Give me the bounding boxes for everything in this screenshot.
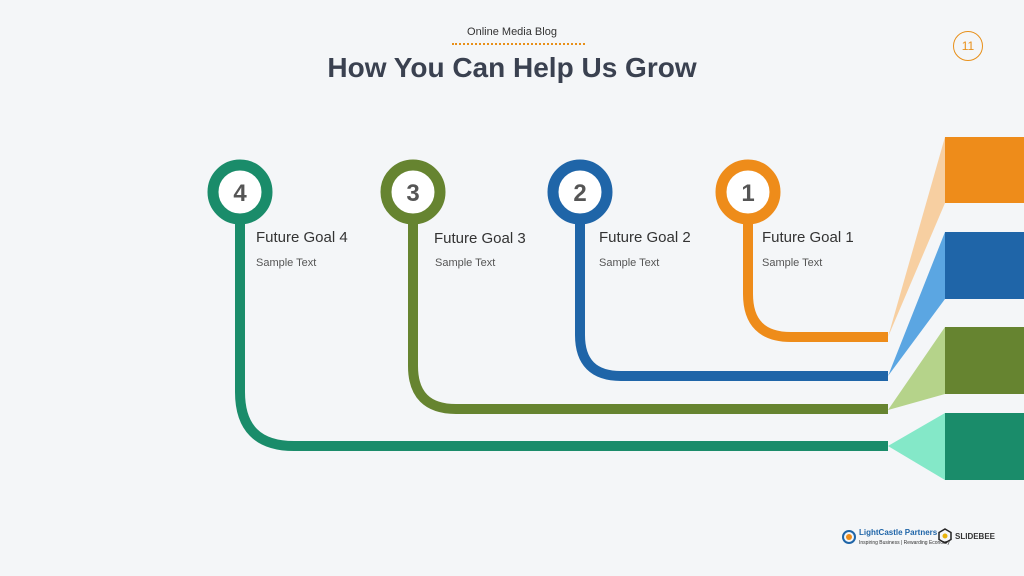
bar-4-block — [945, 413, 1024, 480]
goal-2-number: 2 — [573, 180, 586, 207]
slidebee-name: SLIDEBEE — [955, 531, 996, 541]
title-dotted-divider — [452, 43, 585, 45]
bar-3-tip — [888, 327, 945, 410]
goal-3-title: Future Goal 3 — [434, 230, 526, 247]
lightcastle-name: LightCastle Partners — [859, 528, 938, 537]
page-title: How You Can Help Us Grow — [327, 52, 697, 83]
page-number: 11 — [953, 31, 983, 61]
bar-4-tip — [888, 413, 945, 480]
bar-1-block — [945, 137, 1024, 203]
connector-3 — [408, 222, 888, 414]
goal-2-circle — [547, 159, 613, 225]
goal-1-text: Sample Text — [762, 257, 823, 269]
connector-2 — [575, 222, 888, 381]
goal-3-circle — [380, 159, 446, 225]
goal-3-number: 3 — [406, 180, 419, 207]
slidebee-logo: SLIDEBEE — [938, 528, 995, 544]
goal-1-circle — [715, 159, 781, 225]
goal-4-text: Sample Text — [256, 257, 317, 269]
slidebee-mark-icon — [938, 528, 952, 544]
bar-2-block — [945, 232, 1024, 299]
goal-1-title: Future Goal 1 — [762, 229, 854, 246]
connector-4 — [235, 222, 888, 451]
lightcastle-mark-icon — [842, 530, 856, 544]
bar-2-tip — [888, 232, 945, 376]
goal-3-text: Sample Text — [435, 257, 496, 269]
bar-3-block — [945, 327, 1024, 394]
bar-1-tip — [888, 137, 945, 337]
lightcastle-logo: LightCastle Partners Inspiring Business … — [842, 528, 950, 546]
goal-4-circle — [207, 159, 273, 225]
goal-2-text: Sample Text — [599, 257, 660, 269]
goal-4-title: Future Goal 4 — [256, 229, 348, 246]
goal-1-number: 1 — [741, 180, 754, 207]
connector-1 — [743, 222, 888, 342]
blog-label: Online Media Blog — [467, 26, 557, 38]
goal-2-title: Future Goal 2 — [599, 229, 691, 246]
lightcastle-tagline: Inspiring Business | Rewarding Economy — [859, 540, 950, 546]
goal-4-number: 4 — [233, 180, 247, 207]
